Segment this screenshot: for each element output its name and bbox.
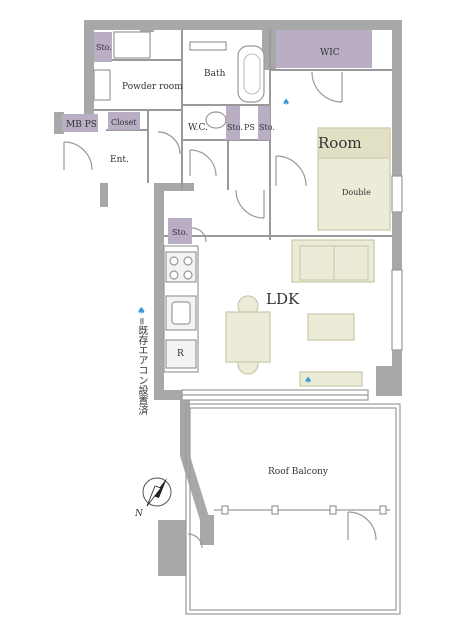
low-table	[307, 313, 355, 341]
walls	[54, 20, 402, 576]
label-closet: Closet	[111, 118, 137, 127]
ac-legend-icon: ♠	[136, 306, 147, 317]
ac-units: ♠ ♠	[282, 98, 312, 386]
compass: N	[134, 477, 172, 519]
compass-north-label: N	[134, 509, 144, 519]
label-sto-wc: Sto.	[227, 123, 243, 132]
windows	[181, 175, 403, 401]
dining-table	[225, 295, 271, 375]
balcony	[185, 403, 401, 615]
label-sto-top: Sto.	[96, 43, 112, 52]
fixtures	[93, 31, 227, 369]
sofa	[291, 239, 375, 283]
label-sto-kitchen: Sto.	[172, 228, 188, 237]
label-roof-balcony: Roof Balcony	[268, 467, 329, 477]
label-mbps: MB PS	[66, 120, 97, 130]
label-entrance: Ent.	[110, 155, 129, 165]
storage-areas	[62, 30, 372, 244]
double-bed	[317, 127, 391, 231]
label-ps: PS	[244, 123, 255, 132]
ac-legend-text: =既存エアコン設置済	[136, 317, 147, 416]
label-wc: W.C.	[188, 123, 208, 133]
ac-icon-room: ♠	[282, 98, 290, 108]
label-double: Double	[342, 188, 371, 197]
tv-board	[299, 371, 363, 387]
label-ldk: LDK	[266, 290, 300, 308]
bathtub	[237, 45, 265, 103]
doors	[63, 71, 343, 549]
interior-walls	[94, 30, 392, 240]
room-labels: WIC Sto. Powder room Bath MB PS Closet E…	[66, 43, 371, 477]
label-powder-room: Powder room	[122, 82, 183, 92]
label-fridge: R	[177, 349, 184, 359]
kitchen-counter	[163, 245, 199, 373]
ac-legend: ♠=既存エアコン設置済	[132, 306, 148, 415]
label-wic: WIC	[320, 48, 340, 58]
ac-icon-ldk: ♠	[304, 376, 312, 386]
label-bath: Bath	[204, 69, 226, 79]
label-room: Room	[318, 134, 362, 152]
label-sto-right: Sto.	[259, 123, 275, 132]
